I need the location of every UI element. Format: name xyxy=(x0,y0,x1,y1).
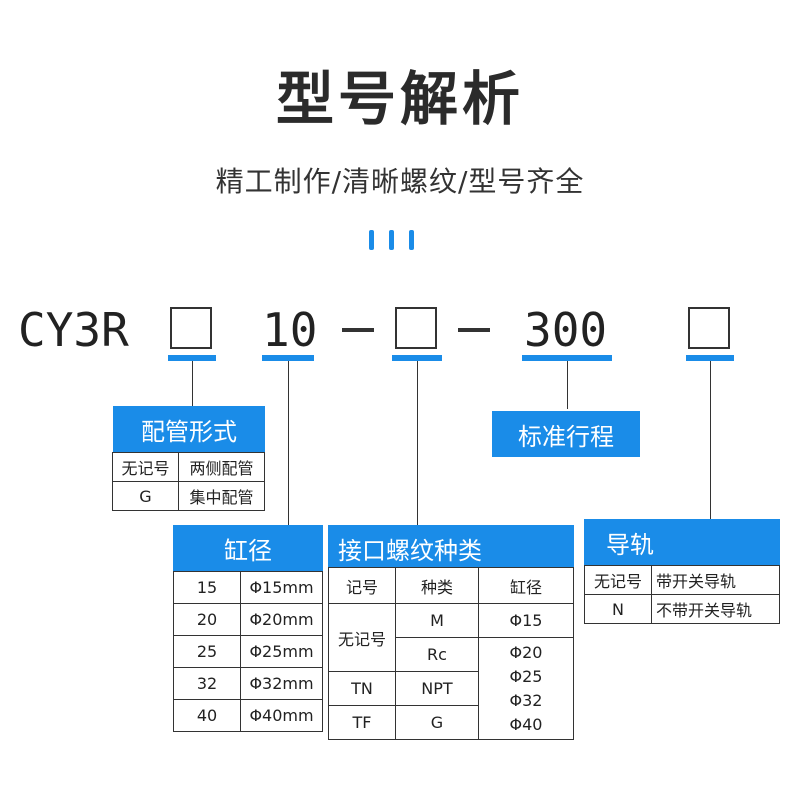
piping-underline xyxy=(168,355,216,361)
port-col-bore: 缸径 xyxy=(478,567,574,604)
piping-placeholder-box xyxy=(170,307,212,349)
table-row: 25 Φ25mm xyxy=(173,635,323,668)
guide-mark: N xyxy=(584,594,652,624)
port-type: G xyxy=(395,705,479,740)
stroke-label: 标准行程 xyxy=(492,411,640,457)
guide-desc: 带开关导轨 xyxy=(651,565,780,595)
port-col-type: 种类 xyxy=(395,567,479,604)
port-bore: Φ40 xyxy=(509,714,543,734)
bore-size: Φ25mm xyxy=(240,635,323,668)
guide-header: 导轨 xyxy=(584,519,780,565)
table-row: 无记号 M Φ15 xyxy=(328,603,574,672)
port-type: Rc xyxy=(395,637,479,672)
port-type: NPT xyxy=(395,671,479,706)
guide-placeholder-box xyxy=(688,307,730,349)
guide-table: 无记号 带开关导轨 N 不带开关导轨 xyxy=(584,565,780,624)
stroke-underline xyxy=(522,355,612,361)
table-row: Rc Φ20 Φ25 Φ32 Φ40 xyxy=(329,637,574,740)
bore-table: 15 Φ15mm 20 Φ20mm 25 Φ25mm 32 Φ32mm 40 Φ… xyxy=(173,571,323,732)
bore-size: Φ32mm xyxy=(240,667,323,700)
page-title: 型号解析 xyxy=(275,65,524,133)
port-bore: Φ25 xyxy=(509,666,543,686)
port-type: M xyxy=(395,603,479,638)
bore-code: 25 xyxy=(173,635,241,668)
port-header: 接口螺纹种类 xyxy=(328,525,574,571)
port-mark: TF xyxy=(328,705,396,740)
bore-code: 40 xyxy=(173,699,241,732)
port-mark: 无记号 xyxy=(328,603,396,672)
table-row: N 不带开关导轨 xyxy=(584,594,780,624)
page-subtitle: 精工制作/清晰螺纹/型号齐全 xyxy=(215,165,585,198)
port-placeholder-box xyxy=(395,307,437,349)
bore-size: Φ20mm xyxy=(240,603,323,636)
bore-code: 20 xyxy=(173,603,241,636)
port-col-mark: 记号 xyxy=(328,567,396,604)
bore-connector xyxy=(288,361,289,525)
guide-underline xyxy=(686,355,734,361)
table-row: 记号 种类 缸径 xyxy=(328,567,574,604)
table-row: 20 Φ20mm xyxy=(173,603,323,636)
piping-mark: 无记号 xyxy=(112,452,179,482)
model-dash xyxy=(342,328,374,332)
bore-underline xyxy=(262,355,314,361)
model-prefix: CY3R xyxy=(18,303,129,357)
piping-mark: G xyxy=(112,481,179,511)
bore-size: Φ40mm xyxy=(240,699,323,732)
table-row: 无记号 带开关导轨 xyxy=(584,565,780,595)
piping-table: 无记号 两侧配管 G 集中配管 xyxy=(112,452,265,511)
port-mark: TN xyxy=(328,671,396,706)
port-bore: Φ20 xyxy=(509,642,543,662)
table-row: TN NPT xyxy=(328,671,574,706)
guide-desc: 不带开关导轨 xyxy=(651,594,780,624)
decor-bar xyxy=(409,230,414,250)
decor-bar xyxy=(369,230,374,250)
model-dash xyxy=(458,328,490,332)
piping-header: 配管形式 xyxy=(113,406,265,452)
model-stroke: 300 xyxy=(524,303,608,357)
piping-connector xyxy=(192,361,193,406)
table-row: 32 Φ32mm xyxy=(173,667,323,700)
decor-bar xyxy=(389,230,394,250)
port-connector xyxy=(417,361,418,525)
bore-code: 32 xyxy=(173,667,241,700)
port-bore-group: Φ20 Φ25 Φ32 Φ40 xyxy=(478,637,574,740)
table-row: 无记号 两侧配管 xyxy=(112,452,265,482)
bore-size: Φ15mm xyxy=(240,571,323,604)
port-table: 记号 种类 缸径 无记号 M Φ15 Rc Φ20 Φ25 Φ32 Φ40 TN… xyxy=(328,567,574,740)
port-bore: Φ32 xyxy=(509,690,543,710)
stroke-connector xyxy=(567,361,568,409)
table-row: TF G xyxy=(328,705,574,740)
table-row: 15 Φ15mm xyxy=(173,571,323,604)
piping-desc: 两侧配管 xyxy=(178,452,265,482)
table-row: 40 Φ40mm xyxy=(173,699,323,732)
bore-code: 15 xyxy=(173,571,241,604)
table-row: G 集中配管 xyxy=(112,481,265,511)
guide-mark: 无记号 xyxy=(584,565,652,595)
port-underline xyxy=(392,355,442,361)
bore-header: 缸径 xyxy=(173,525,323,571)
piping-desc: 集中配管 xyxy=(178,481,265,511)
model-bore: 10 xyxy=(262,303,318,357)
port-bore: Φ15 xyxy=(478,603,574,638)
guide-connector xyxy=(710,361,711,519)
